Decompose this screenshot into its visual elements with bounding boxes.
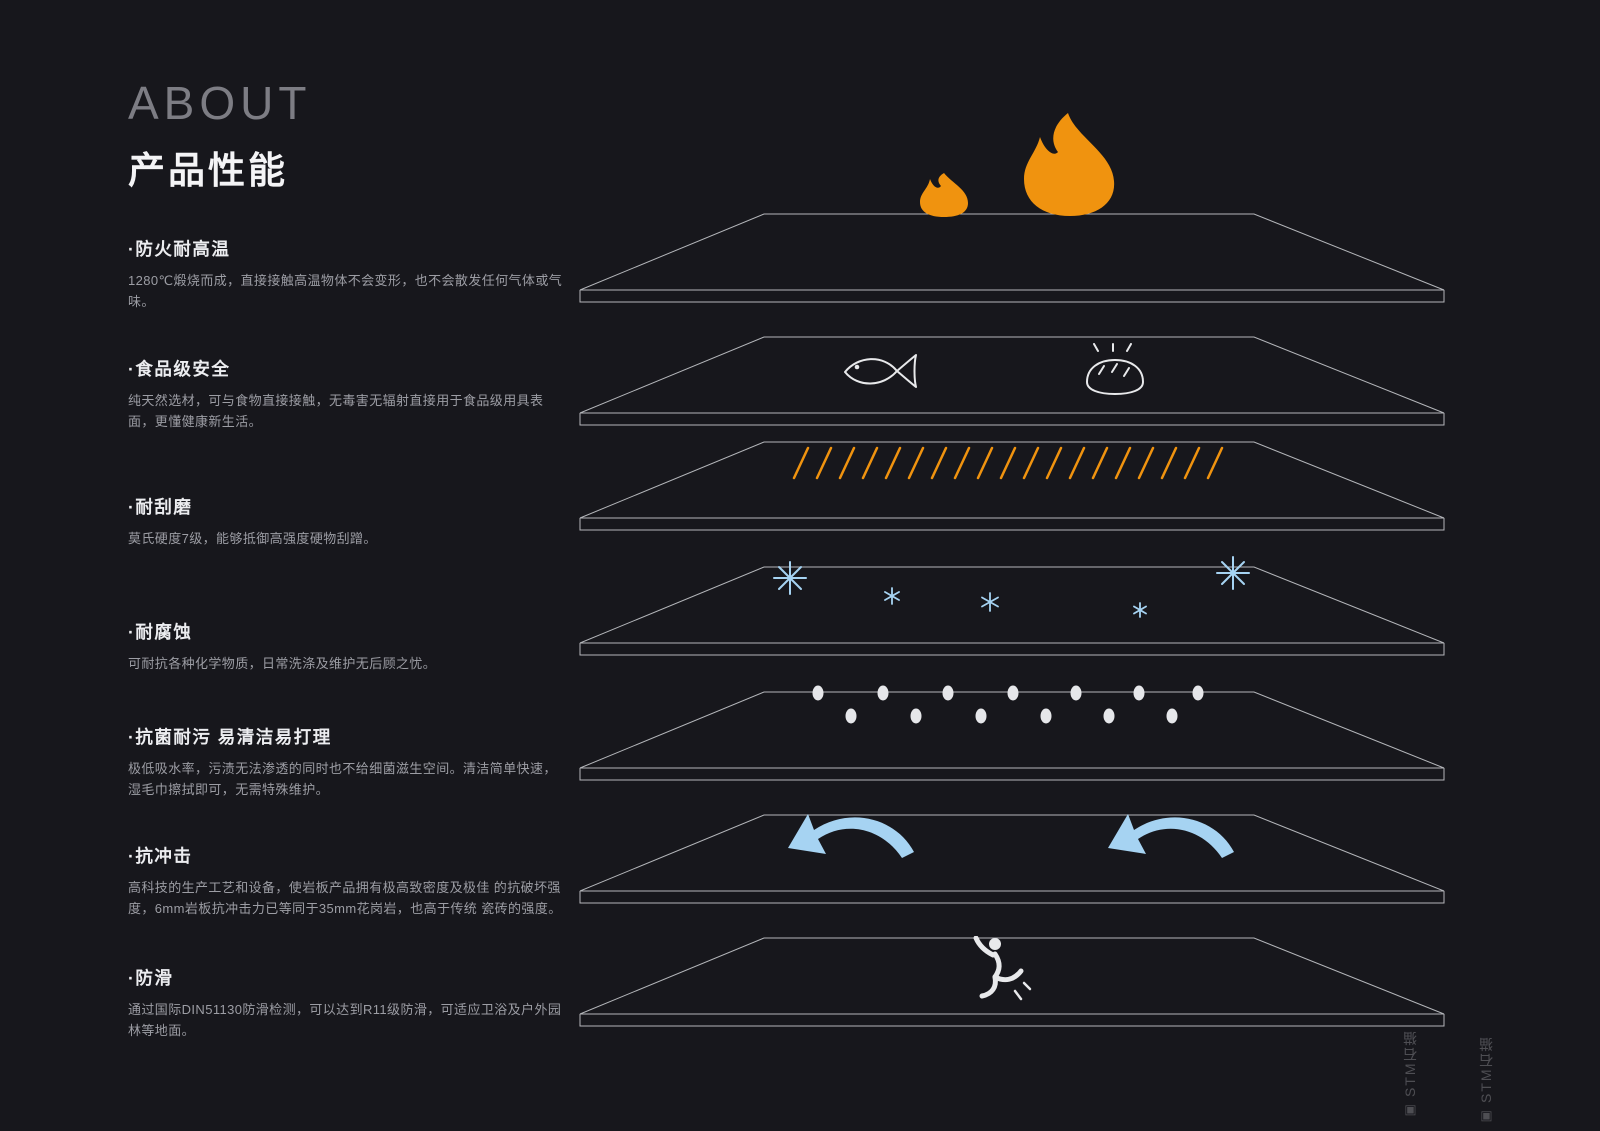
feature-title: ·防滑 xyxy=(128,968,174,988)
feature-desc: 可耐抗各种化学物质，日常洗涤及维护无后顾之忧。 xyxy=(128,656,437,671)
watermark-logo-icon: ▣ xyxy=(1402,1101,1417,1118)
droplets-icon xyxy=(806,683,1206,738)
feature-item-anti-slip: ·防滑 通过国际DIN51130防滑检测，可以达到R11级防滑，可适应卫浴及户外… xyxy=(128,965,568,1041)
feature-item-antibacterial: ·抗菌耐污 易清洁易打理 极低吸水率，污渍无法渗透的同时也不给细菌滋生空间。清洁… xyxy=(128,724,568,800)
slab-layer-fire xyxy=(578,212,1446,308)
scratch-lines-icon xyxy=(790,444,1230,487)
watermark: ▣ STM石猫 xyxy=(1476,1014,1496,1124)
page-title: 产品性能 xyxy=(128,150,288,191)
feature-desc: 高科技的生产工艺和设备，使岩板产品拥有极高致密度及极佳 的抗破坏强度，6mm岩板… xyxy=(128,880,562,917)
watermark-logo-icon: ▣ xyxy=(1478,1107,1493,1124)
fish-icon xyxy=(841,350,921,400)
snowflake-icon xyxy=(765,552,1265,629)
feature-title: ·耐刮磨 xyxy=(128,497,193,517)
feature-title: ·食品级安全 xyxy=(128,359,231,379)
flame-icon xyxy=(900,113,1150,223)
section-eyebrow: ABOUT xyxy=(128,77,312,129)
feature-item-impact-resistant: ·抗冲击 高科技的生产工艺和设备，使岩板产品拥有极高致密度及极佳 的抗破坏强度，… xyxy=(128,843,580,919)
feature-item-fireproof: ·防火耐高温 1280℃煅烧而成，直接接触高温物体不会变形，也不会散发任何气体或… xyxy=(128,236,568,312)
slip-person-icon xyxy=(963,935,1038,1013)
bread-icon xyxy=(1080,343,1150,403)
feature-list: ·防火耐高温 1280℃煅烧而成，直接接触高温物体不会变形，也不会散发任何气体或… xyxy=(128,0,583,1131)
feature-title: ·耐腐蚀 xyxy=(128,622,193,642)
watermark: ▣ STM石猫 xyxy=(1400,1008,1420,1118)
slab-layer-food xyxy=(578,335,1446,431)
watermark-text: STM石猫 xyxy=(1478,1035,1494,1103)
feature-title: ·防火耐高温 xyxy=(128,239,231,259)
layers-diagram xyxy=(578,0,1468,1131)
feature-title: ·抗冲击 xyxy=(128,846,193,866)
slab-layer-impact xyxy=(578,813,1446,909)
slab-layer-scratch xyxy=(578,440,1446,536)
slab-layer-slip xyxy=(578,936,1446,1032)
feature-desc: 莫氏硬度7级，能够抵御高强度硬物刮蹭。 xyxy=(128,531,377,546)
feature-item-scratch-resistant: ·耐刮磨 莫氏硬度7级，能够抵御高强度硬物刮蹭。 xyxy=(128,494,568,549)
watermark-text: STM石猫 xyxy=(1402,1029,1418,1097)
feature-desc: 通过国际DIN51130防滑检测，可以达到R11级防滑，可适应卫浴及户外园林等地… xyxy=(128,1002,562,1039)
feature-item-corrosion-resistant: ·耐腐蚀 可耐抗各种化学物质，日常洗涤及维护无后顾之忧。 xyxy=(128,619,568,674)
slab-layer-corrosion xyxy=(578,565,1446,661)
feature-title: ·抗菌耐污 易清洁易打理 xyxy=(128,727,332,747)
page-header: ABOUT 产品性能 xyxy=(128,76,311,194)
feature-desc: 1280℃煅烧而成，直接接触高温物体不会变形，也不会散发任何气体或气味。 xyxy=(128,273,563,310)
impact-arrows-icon xyxy=(786,808,1246,871)
feature-desc: 纯天然选材，可与食物直接接触，无毒害无辐射直接用于食品级用具表面，更懂健康新生活… xyxy=(128,393,544,430)
feature-item-food-safe: ·食品级安全 纯天然选材，可与食物直接接触，无毒害无辐射直接用于食品级用具表面，… xyxy=(128,356,568,432)
feature-desc: 极低吸水率，污渍无法渗透的同时也不给细菌滋生空间。清洁简单快速，湿毛巾擦拭即可，… xyxy=(128,761,557,798)
slab-layer-antibacterial xyxy=(578,690,1446,786)
